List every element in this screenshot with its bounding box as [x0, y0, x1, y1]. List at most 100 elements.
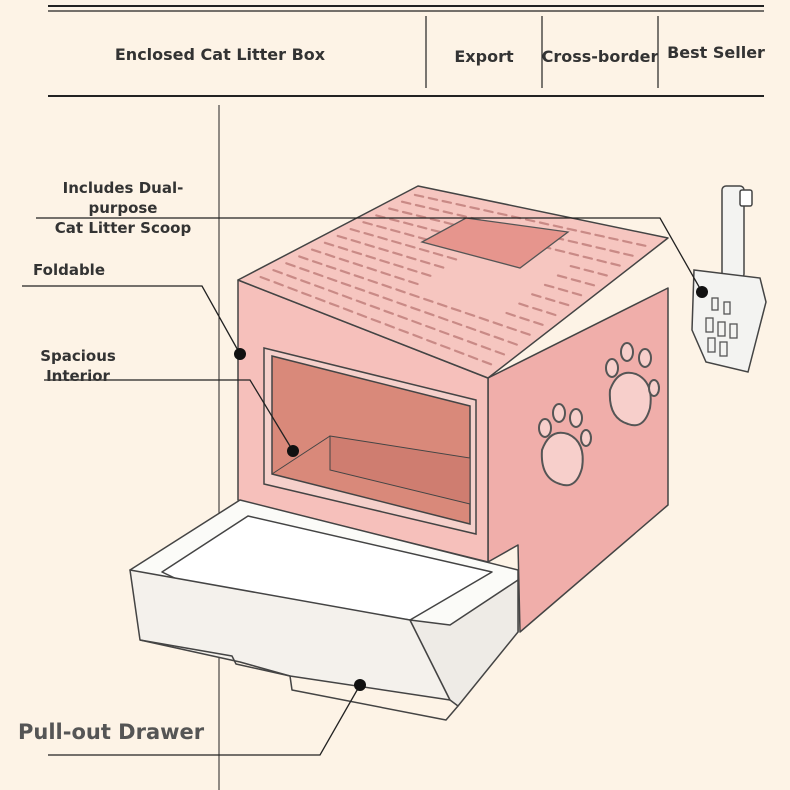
vent-slot: [409, 293, 420, 299]
vent-slot: [377, 235, 388, 241]
vent-slot: [443, 221, 455, 226]
vent-slot: [370, 318, 382, 324]
vent-slot: [609, 249, 620, 254]
vent-slot: [383, 309, 394, 315]
vent-slot: [441, 199, 453, 204]
vent-slot: [286, 274, 297, 280]
vent-slot: [405, 243, 416, 249]
vent-slot: [420, 259, 431, 265]
product-title-text: Enclosed Cat Litter Box: [114, 44, 326, 64]
vent-slot: [410, 306, 421, 312]
vent-slot: [351, 250, 363, 256]
vent-slot: [323, 241, 335, 247]
vent-slot: [327, 289, 339, 295]
vent-slot: [497, 212, 508, 217]
callout-lines: [22, 217, 703, 756]
vent-slot: [287, 286, 298, 292]
vent-slot: [466, 340, 478, 346]
interior-leader: [44, 379, 294, 452]
vent-slot: [596, 259, 607, 264]
vent-slot: [520, 330, 531, 336]
vent-slot: [583, 268, 595, 273]
vent-slot: [518, 302, 529, 308]
vent-slot: [429, 217, 441, 222]
vent-slot: [438, 316, 449, 322]
vent-slot: [426, 339, 437, 345]
vent-slot: [424, 311, 435, 317]
vent-slot: [353, 274, 365, 280]
vent-slot: [350, 239, 361, 244]
vent-slot: [433, 264, 445, 269]
vent-slot: [584, 282, 596, 287]
vent-slot: [391, 239, 402, 245]
vent-slot: [492, 321, 503, 327]
vent-slot: [375, 214, 386, 219]
vent-slot: [412, 333, 423, 340]
tag-cross-border: Cross-border: [542, 20, 659, 92]
vent-slot: [432, 251, 444, 257]
vent-slot: [427, 196, 439, 201]
vent-slot: [324, 253, 336, 258]
vent-slot: [299, 267, 310, 273]
litter-scoop-icon: [691, 185, 767, 373]
vent-slot: [557, 287, 569, 293]
vent-slot: [337, 246, 349, 251]
vent-slot: [378, 247, 389, 252]
vent-slot: [569, 265, 581, 270]
vent-slot: [328, 302, 340, 308]
vent-slot: [356, 312, 368, 319]
vent-slot: [436, 302, 448, 308]
drawer-callout-label: Pull-out Drawer: [18, 720, 205, 744]
vent-slot: [519, 316, 530, 322]
foldable-callout-label: Foldable: [33, 261, 105, 279]
callout-dots: [234, 286, 708, 691]
vent-slot: [365, 254, 376, 260]
vent-slot: [442, 210, 454, 215]
vent-slot: [298, 255, 309, 261]
vent-slot: [396, 301, 407, 307]
vent-slot: [354, 286, 366, 292]
vent-slot: [381, 283, 392, 289]
paw-print-icon: [605, 342, 660, 427]
vent-slot: [388, 207, 399, 212]
vent-slot: [451, 320, 463, 327]
tag-export: Export: [428, 20, 540, 92]
drawer-leader: [48, 684, 361, 756]
vent-slot: [395, 288, 406, 294]
vent-slot: [570, 278, 582, 283]
vent-slot: [558, 301, 570, 307]
vent-slot: [413, 193, 425, 198]
vent-slot: [567, 239, 579, 244]
vent-slot: [622, 239, 633, 244]
vent-slot: [352, 262, 364, 267]
vent-slot: [368, 291, 380, 297]
tag-best-seller: Best Seller: [660, 16, 772, 88]
paw-print-icons: [538, 342, 660, 487]
vent-slot: [313, 272, 324, 278]
vent-slot: [342, 307, 354, 313]
vent-slot: [362, 221, 373, 226]
vent-slot: [393, 263, 404, 269]
vent-slot: [310, 248, 322, 254]
top-vents: [259, 193, 647, 366]
vent-slot: [314, 284, 325, 290]
vent-slot: [407, 267, 418, 273]
vent-slot: [404, 232, 415, 237]
vent-slot: [455, 203, 466, 207]
vent-slot: [382, 296, 393, 302]
vent-slot: [623, 252, 634, 257]
vent-slot: [430, 228, 442, 234]
front-window: [263, 347, 477, 535]
vent-slot: [532, 306, 543, 312]
tag-export-text: Export: [454, 46, 514, 66]
vent-slot: [608, 236, 619, 241]
vent-slot: [325, 264, 337, 270]
vent-slot: [478, 316, 490, 322]
vent-slot: [465, 325, 477, 331]
vent-slot: [403, 221, 414, 226]
interior-callout-label: Spacious Interior: [40, 347, 116, 385]
vent-slot: [439, 330, 450, 336]
vent-slot: [338, 257, 350, 263]
vent-slot: [349, 228, 360, 233]
vent-slot: [440, 344, 451, 350]
